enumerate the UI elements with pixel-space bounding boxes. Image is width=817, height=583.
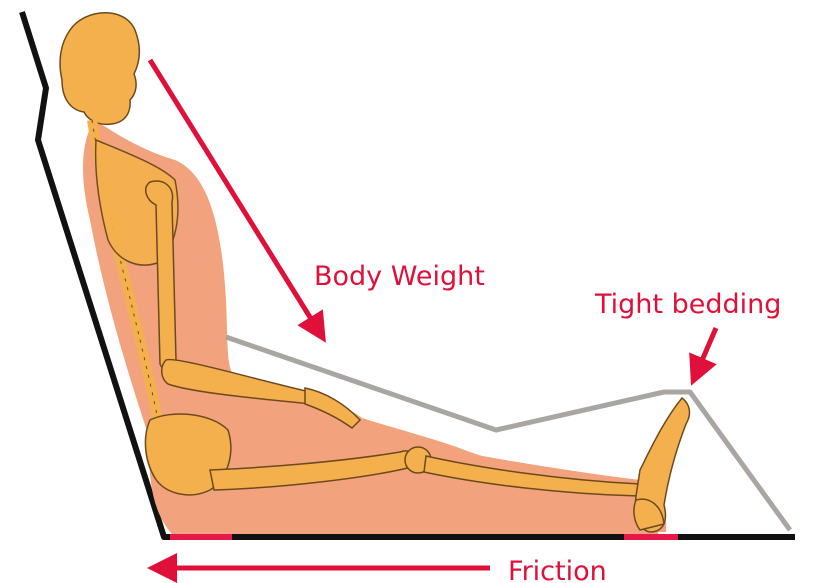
friction-label: Friction bbox=[508, 556, 607, 583]
skull bbox=[60, 13, 139, 125]
tight-bedding-label: Tight bedding bbox=[594, 289, 781, 320]
arrow-icon bbox=[697, 328, 716, 372]
body-weight-label: Body Weight bbox=[314, 261, 485, 292]
